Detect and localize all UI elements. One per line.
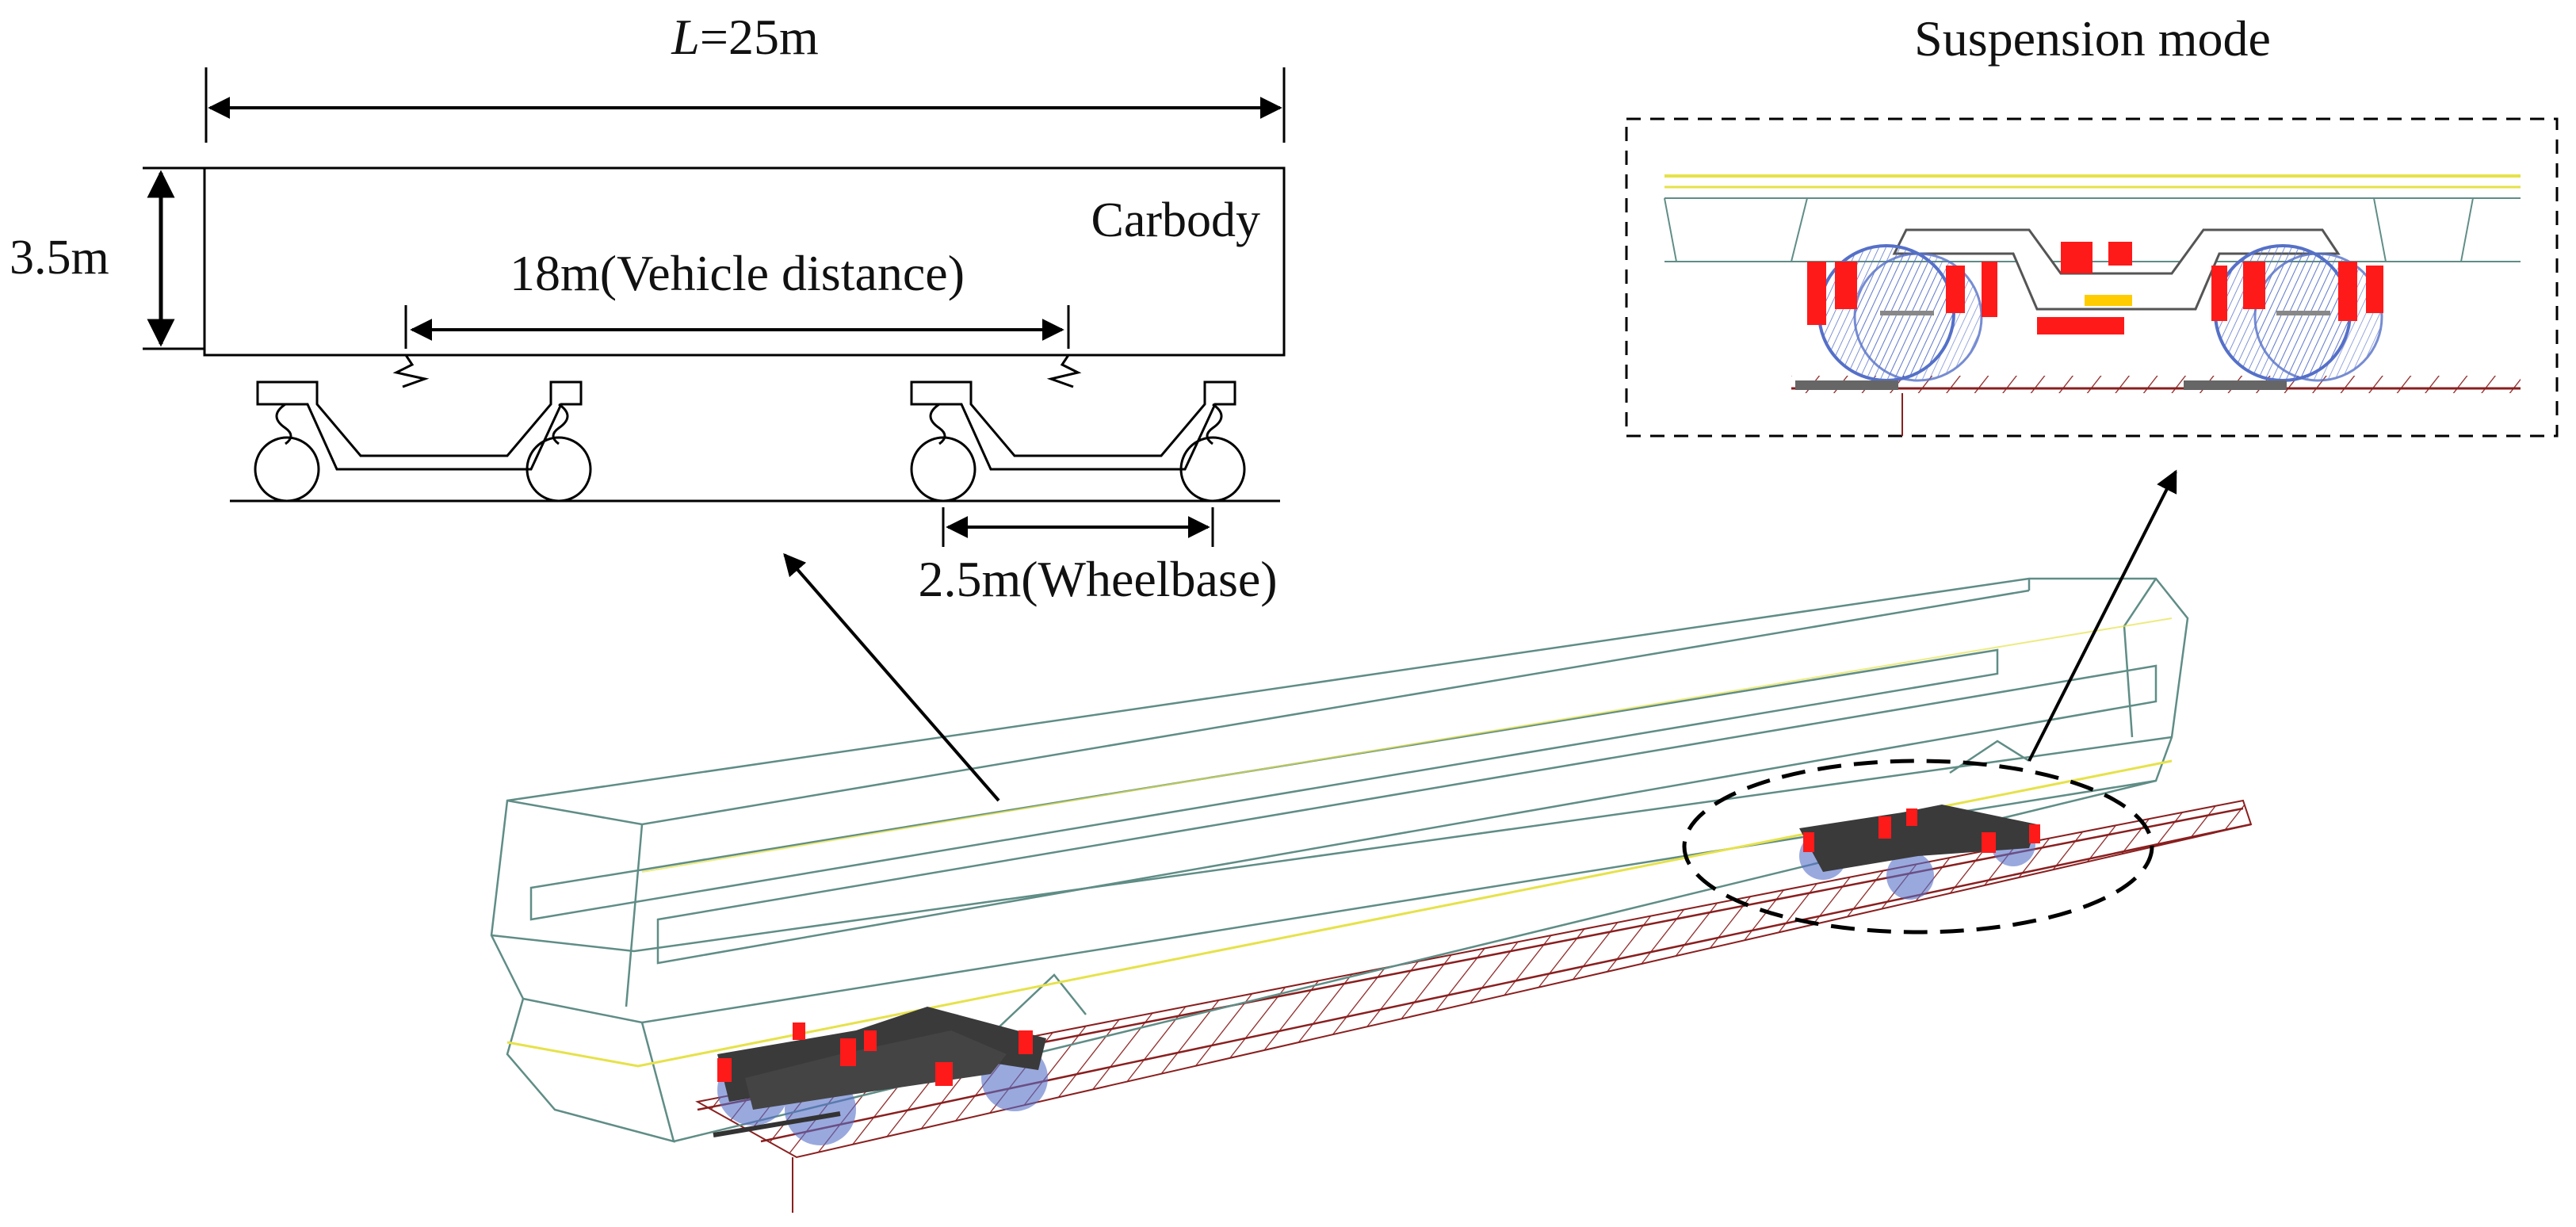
height-label: 3.5m bbox=[10, 231, 109, 285]
bogie-3d-left bbox=[713, 1007, 1048, 1145]
inset-bogie bbox=[1795, 228, 2383, 390]
wheelbase-label: 2.5m(Wheelbase) bbox=[918, 551, 1277, 607]
schematic: L=25m Carbody 3.5m 18m(Vehicle distance) bbox=[10, 9, 1286, 607]
carbody-box bbox=[203, 166, 1286, 357]
carbody-wireframe bbox=[490, 577, 2189, 1143]
vehicle-distance-label: 18m(Vehicle distance) bbox=[510, 245, 965, 301]
suspension-mode-label: Suspension mode bbox=[1914, 10, 2271, 67]
carbody-label: Carbody bbox=[1091, 193, 1260, 247]
carbody-pointer-arrow bbox=[783, 552, 1000, 802]
bogie-right bbox=[910, 354, 1246, 503]
vehicle-3d-model bbox=[490, 577, 2253, 1213]
bogie-left bbox=[254, 354, 592, 503]
length-label: L=25m bbox=[671, 9, 818, 65]
suspension-pointer-arrow bbox=[2028, 469, 2177, 762]
bogie-3d-right bbox=[1799, 805, 2040, 900]
suspension-highlight-ellipse bbox=[1682, 759, 2154, 935]
suspension-inset: Suspension mode bbox=[1625, 10, 2559, 438]
